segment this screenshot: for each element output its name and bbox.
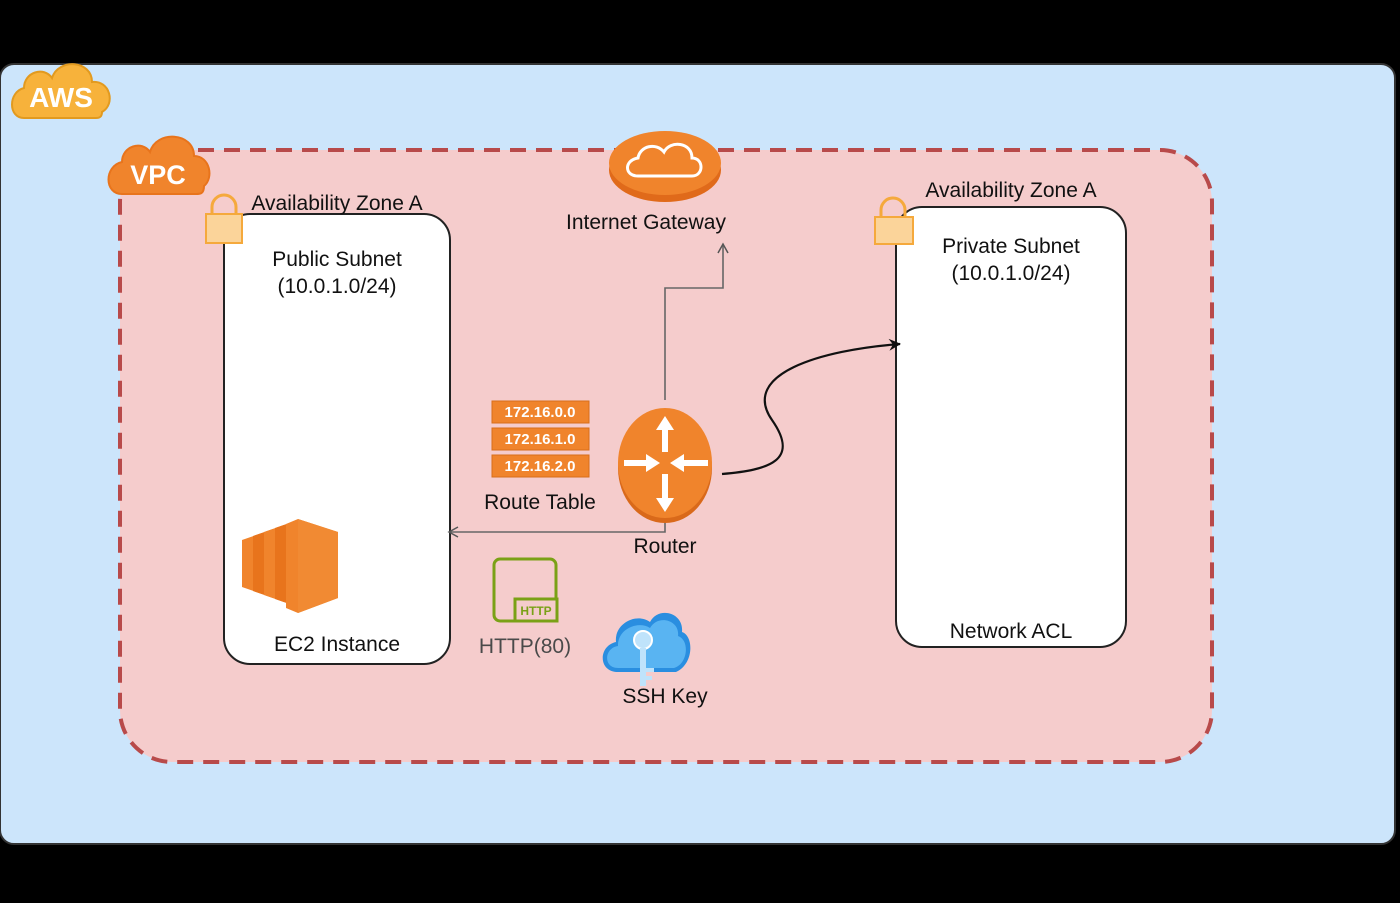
padlock-icon (205, 193, 243, 244)
route-table-entry (491, 400, 590, 424)
az-label-private: Availability Zone A (925, 179, 1097, 202)
private-subnet-name: Private Subnet (942, 235, 1080, 258)
router-to-gateway-connector (664, 242, 729, 400)
ec2-instance-icon[interactable] (242, 519, 338, 613)
router-icon[interactable] (618, 408, 712, 523)
router-label: Router (633, 535, 697, 558)
public-subnet-cidr: (10.0.1.0/24) (277, 275, 397, 298)
key-cloud-icon[interactable] (602, 612, 691, 686)
internet-gateway-label: Internet Gateway (566, 211, 726, 234)
ec2-instance-label: EC2 Instance (273, 633, 401, 656)
padlock-icon (874, 196, 914, 245)
route-table-entry (491, 454, 590, 478)
route-entry-text: 172.16.2.0 (505, 458, 576, 475)
http-label: HTTP(80) (478, 635, 572, 658)
route-table-icon[interactable]: 172.16.0.0 172.16.1.0 172.16.2.0 (491, 400, 590, 478)
route-table-entry (491, 427, 590, 451)
network-acl-label: Network ACL (949, 620, 1073, 643)
http-badge-text: HTTP (520, 604, 551, 618)
public-subnet-name: Public Subnet (272, 248, 402, 271)
router-to-private-subnet-connector (721, 338, 901, 476)
private-subnet-box[interactable] (895, 206, 1127, 648)
internet-gateway-icon[interactable] (609, 131, 721, 202)
route-entry-text: 172.16.1.0 (505, 431, 576, 448)
vpc-badge-text: VPC (130, 160, 186, 190)
route-entry-text: 172.16.0.0 (505, 404, 576, 421)
route-table-label: Route Table (484, 491, 596, 514)
http-protocol-icon[interactable]: HTTP (492, 557, 559, 623)
az-label-public: Availability Zone A (251, 192, 423, 215)
vpc-cloud-icon: VPC (107, 135, 211, 195)
aws-cloud-icon: AWS (11, 63, 111, 119)
private-subnet-cidr: (10.0.1.0/24) (951, 262, 1071, 285)
aws-badge-text: AWS (29, 82, 93, 113)
ssh-key-label: SSH Key (622, 685, 708, 708)
